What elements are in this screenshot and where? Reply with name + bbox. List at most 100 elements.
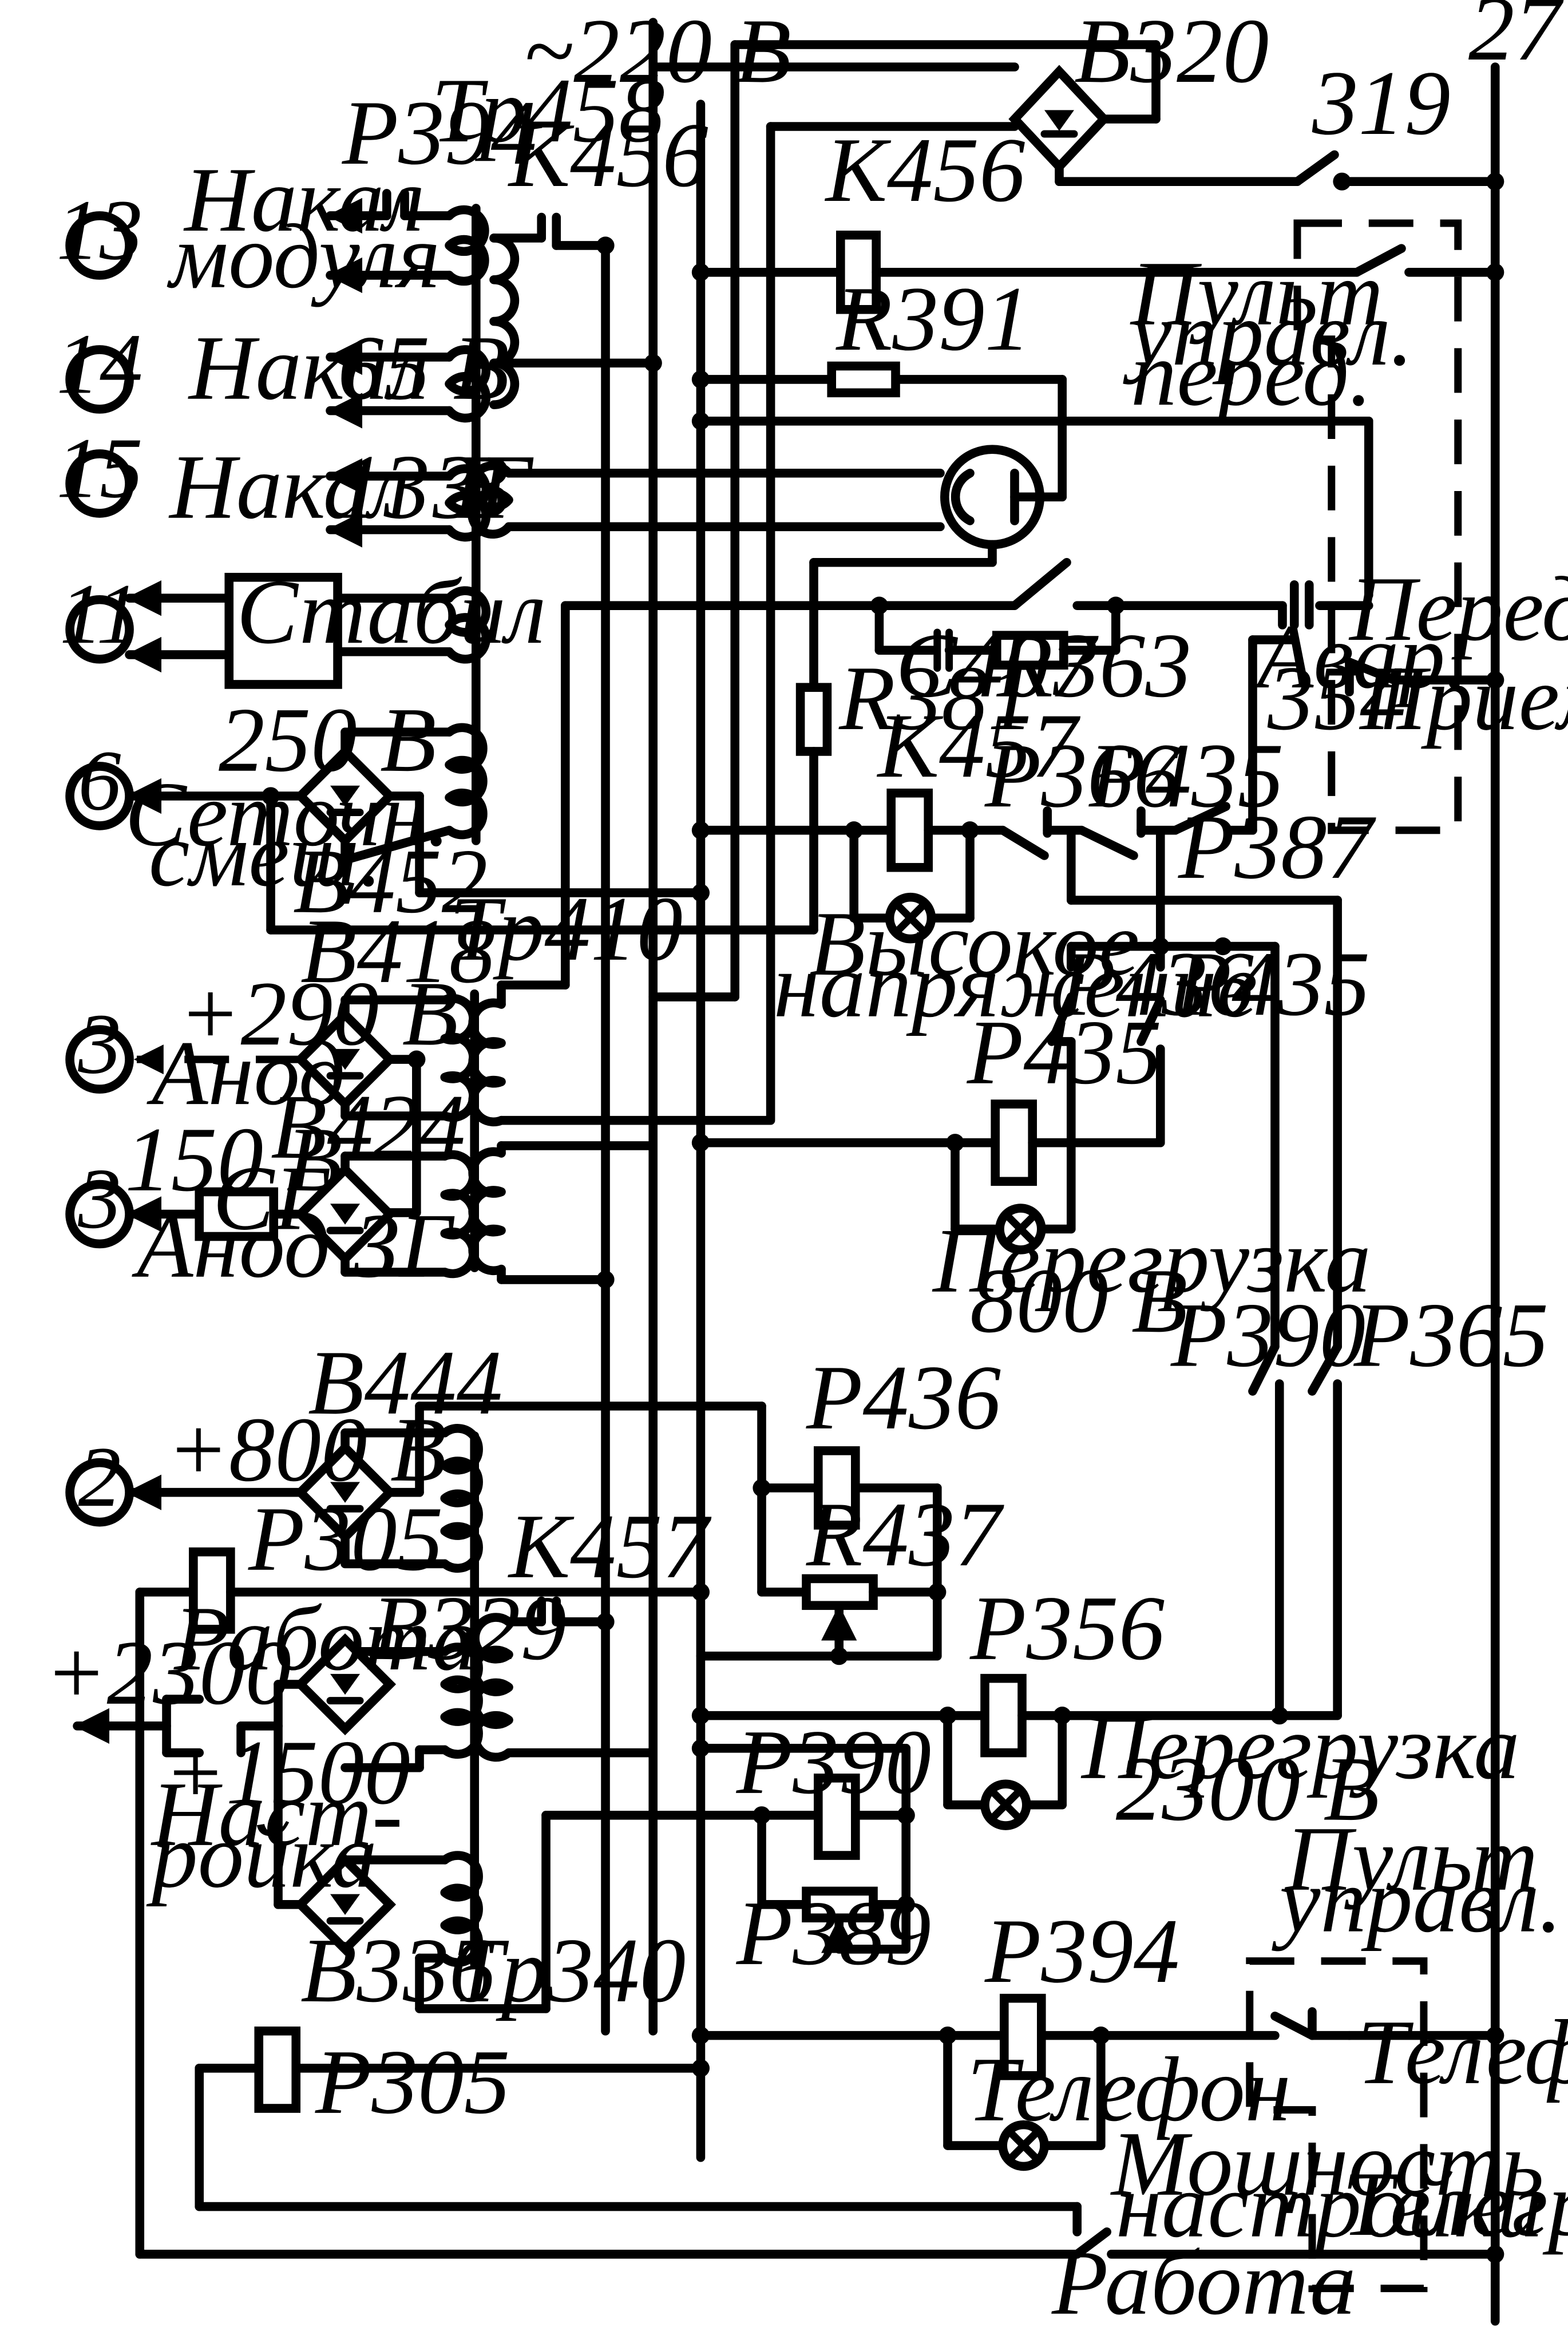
r391-resistor <box>691 361 1373 600</box>
output-3b-label: Анод ЗГ <box>132 1194 455 1297</box>
telegraph-label: Телеграф <box>1342 2152 1568 2255</box>
transformer-tp410 <box>340 980 775 1289</box>
lamp-ovl2300-label: Перегрузка <box>1080 1696 1520 1798</box>
telephone-label: Телефон <box>1357 2001 1568 2103</box>
output-15-label: Накал ЗГ <box>168 436 533 538</box>
output-13-number: 13 <box>57 182 143 278</box>
p356-relay-coil <box>691 1673 1342 1830</box>
p389-label: Р389 <box>736 1882 931 1984</box>
panel-label: Пульт <box>1284 1807 1538 1910</box>
ac-bus <box>601 18 706 2162</box>
stabilizer-block <box>125 572 342 689</box>
telephone-lamp-label: Телефон <box>967 2038 1291 2140</box>
p394-top-label: Р394 <box>342 81 537 184</box>
r437-label: R437 <box>806 1483 1005 1585</box>
output-14-number: 14 <box>57 316 143 411</box>
output-11-marker: 11 <box>60 566 140 664</box>
output-2-number: 2 <box>78 1429 121 1525</box>
b320-label: В320 <box>1074 0 1269 102</box>
b329-rectifier <box>251 1633 397 1909</box>
b444-label: В444 <box>308 1331 502 1434</box>
output-6-marker: 6 <box>65 733 134 830</box>
p436-coil-label: Р436 <box>806 1346 1001 1448</box>
p387-label: Р387 <box>1178 796 1377 898</box>
p435-relay-coil <box>691 937 1280 1351</box>
output-2-voltage: +800 В <box>167 1398 446 1501</box>
k456-coil-label: К456 <box>825 118 1025 221</box>
k457-coil-label: К457 <box>877 694 1081 797</box>
lamp-ovl800-label2: 800 В <box>970 1249 1188 1352</box>
p436-relay-coil <box>696 1402 947 1665</box>
p356-label: Р356 <box>969 1577 1165 1679</box>
b320-rectifier <box>648 40 1504 1123</box>
b418-rectifier <box>133 995 397 1121</box>
b424-rectifier <box>125 1151 397 1277</box>
output-3b-voltage: 150 В <box>125 1108 343 1210</box>
output-3-label: Анод <box>146 1022 345 1124</box>
k456-contact-label: К456 <box>508 104 708 206</box>
switch-319-label: 319 <box>1312 52 1451 154</box>
p436-contact-label: Р436 <box>1059 932 1254 1035</box>
hv-voltage-label: +2300 <box>45 1621 291 1724</box>
p435-contact2-label: Р435 <box>1175 932 1370 1035</box>
output-15-voltage: 13 В <box>338 436 509 538</box>
b418-label: В418 <box>300 900 495 1002</box>
output-13-marker: 13 <box>57 182 143 280</box>
panel-tx-label2: управл. <box>1123 282 1413 385</box>
output-15-number: 15 <box>57 420 143 516</box>
panel-tx-label: Пульт <box>1130 242 1384 345</box>
tr410-label: Тр410 <box>449 877 683 980</box>
p435-coil-label: Р435 <box>967 1001 1162 1103</box>
tune-power-label: Мощность <box>1110 2112 1544 2215</box>
transmit-control-panel <box>1248 219 1504 835</box>
hv-mode-selector <box>73 1547 710 2259</box>
p394-relay-coil <box>691 1993 1280 2171</box>
b336-rectifier <box>274 1853 397 1956</box>
work-label: Работа <box>173 1587 478 1689</box>
output-14-label: Накал <box>188 316 429 419</box>
b329-label: В329 <box>372 1577 567 1679</box>
tr458-label: Тр458 <box>431 59 665 161</box>
k456-relay-coil <box>691 230 1504 314</box>
output-3-anode-marker: 3 <box>65 996 134 1094</box>
transformer-tp458 <box>326 189 662 865</box>
receive-label: Прием <box>1359 647 1568 749</box>
lamp-hv-label: Высокое <box>809 892 1139 995</box>
transmit-label: Передача <box>1348 557 1568 660</box>
lamp-heater-winding <box>467 375 1067 692</box>
p305-relay-coil <box>135 2027 1504 2263</box>
output-6-label: Сеточн. <box>125 763 450 865</box>
stab-label: Стабил <box>236 560 546 663</box>
control-panel <box>1246 1957 1504 2293</box>
p365-label: Р365 <box>1353 1284 1549 1386</box>
p305-top-label: Р305 <box>248 1487 443 1590</box>
output-3-number: 3 <box>77 996 121 1092</box>
dc-supply-label: 27 В <box>1468 0 1568 80</box>
p390-coil-label: Р390 <box>736 1711 931 1813</box>
output-15-marker: 15 <box>57 420 143 518</box>
tr340-label: Тр340 <box>452 1919 686 2021</box>
p390-p365-contacts <box>1248 1342 1342 1720</box>
output-13-label2: модуля <box>167 205 440 307</box>
output-3-voltage: +290 В <box>179 962 458 1064</box>
p435-contact-label: Р435 <box>1088 724 1284 826</box>
p390-relay-coil <box>691 1739 915 1954</box>
lamp-ovl800-label: Перегрузка <box>932 1209 1371 1312</box>
labels: ~220 В 27 В Р394 Тр458 К456 В320 319 К45… <box>45 0 1568 2334</box>
c407-label: С407 <box>896 614 1099 717</box>
output-11-number: 11 <box>60 566 140 662</box>
panel-tx-label3: перед. <box>1131 322 1372 425</box>
avar-label: Авар. <box>1252 605 1468 707</box>
sg-label: СГ <box>213 1146 330 1249</box>
output-14-marker: 14 <box>57 316 143 414</box>
b452-label: В452 <box>293 830 488 932</box>
work-switch-label: Работа <box>1051 2231 1356 2334</box>
hv-tune-label2: ройка <box>146 1804 377 1907</box>
output-13-label: Накал <box>183 148 424 251</box>
b452-rectifier <box>125 727 710 902</box>
output-6-number: 6 <box>78 733 121 828</box>
p390-contact-label: Р390 <box>1170 1284 1365 1386</box>
hv-tune-label: Наст- <box>151 1763 403 1865</box>
output-6-voltage: 250 В <box>219 688 437 791</box>
